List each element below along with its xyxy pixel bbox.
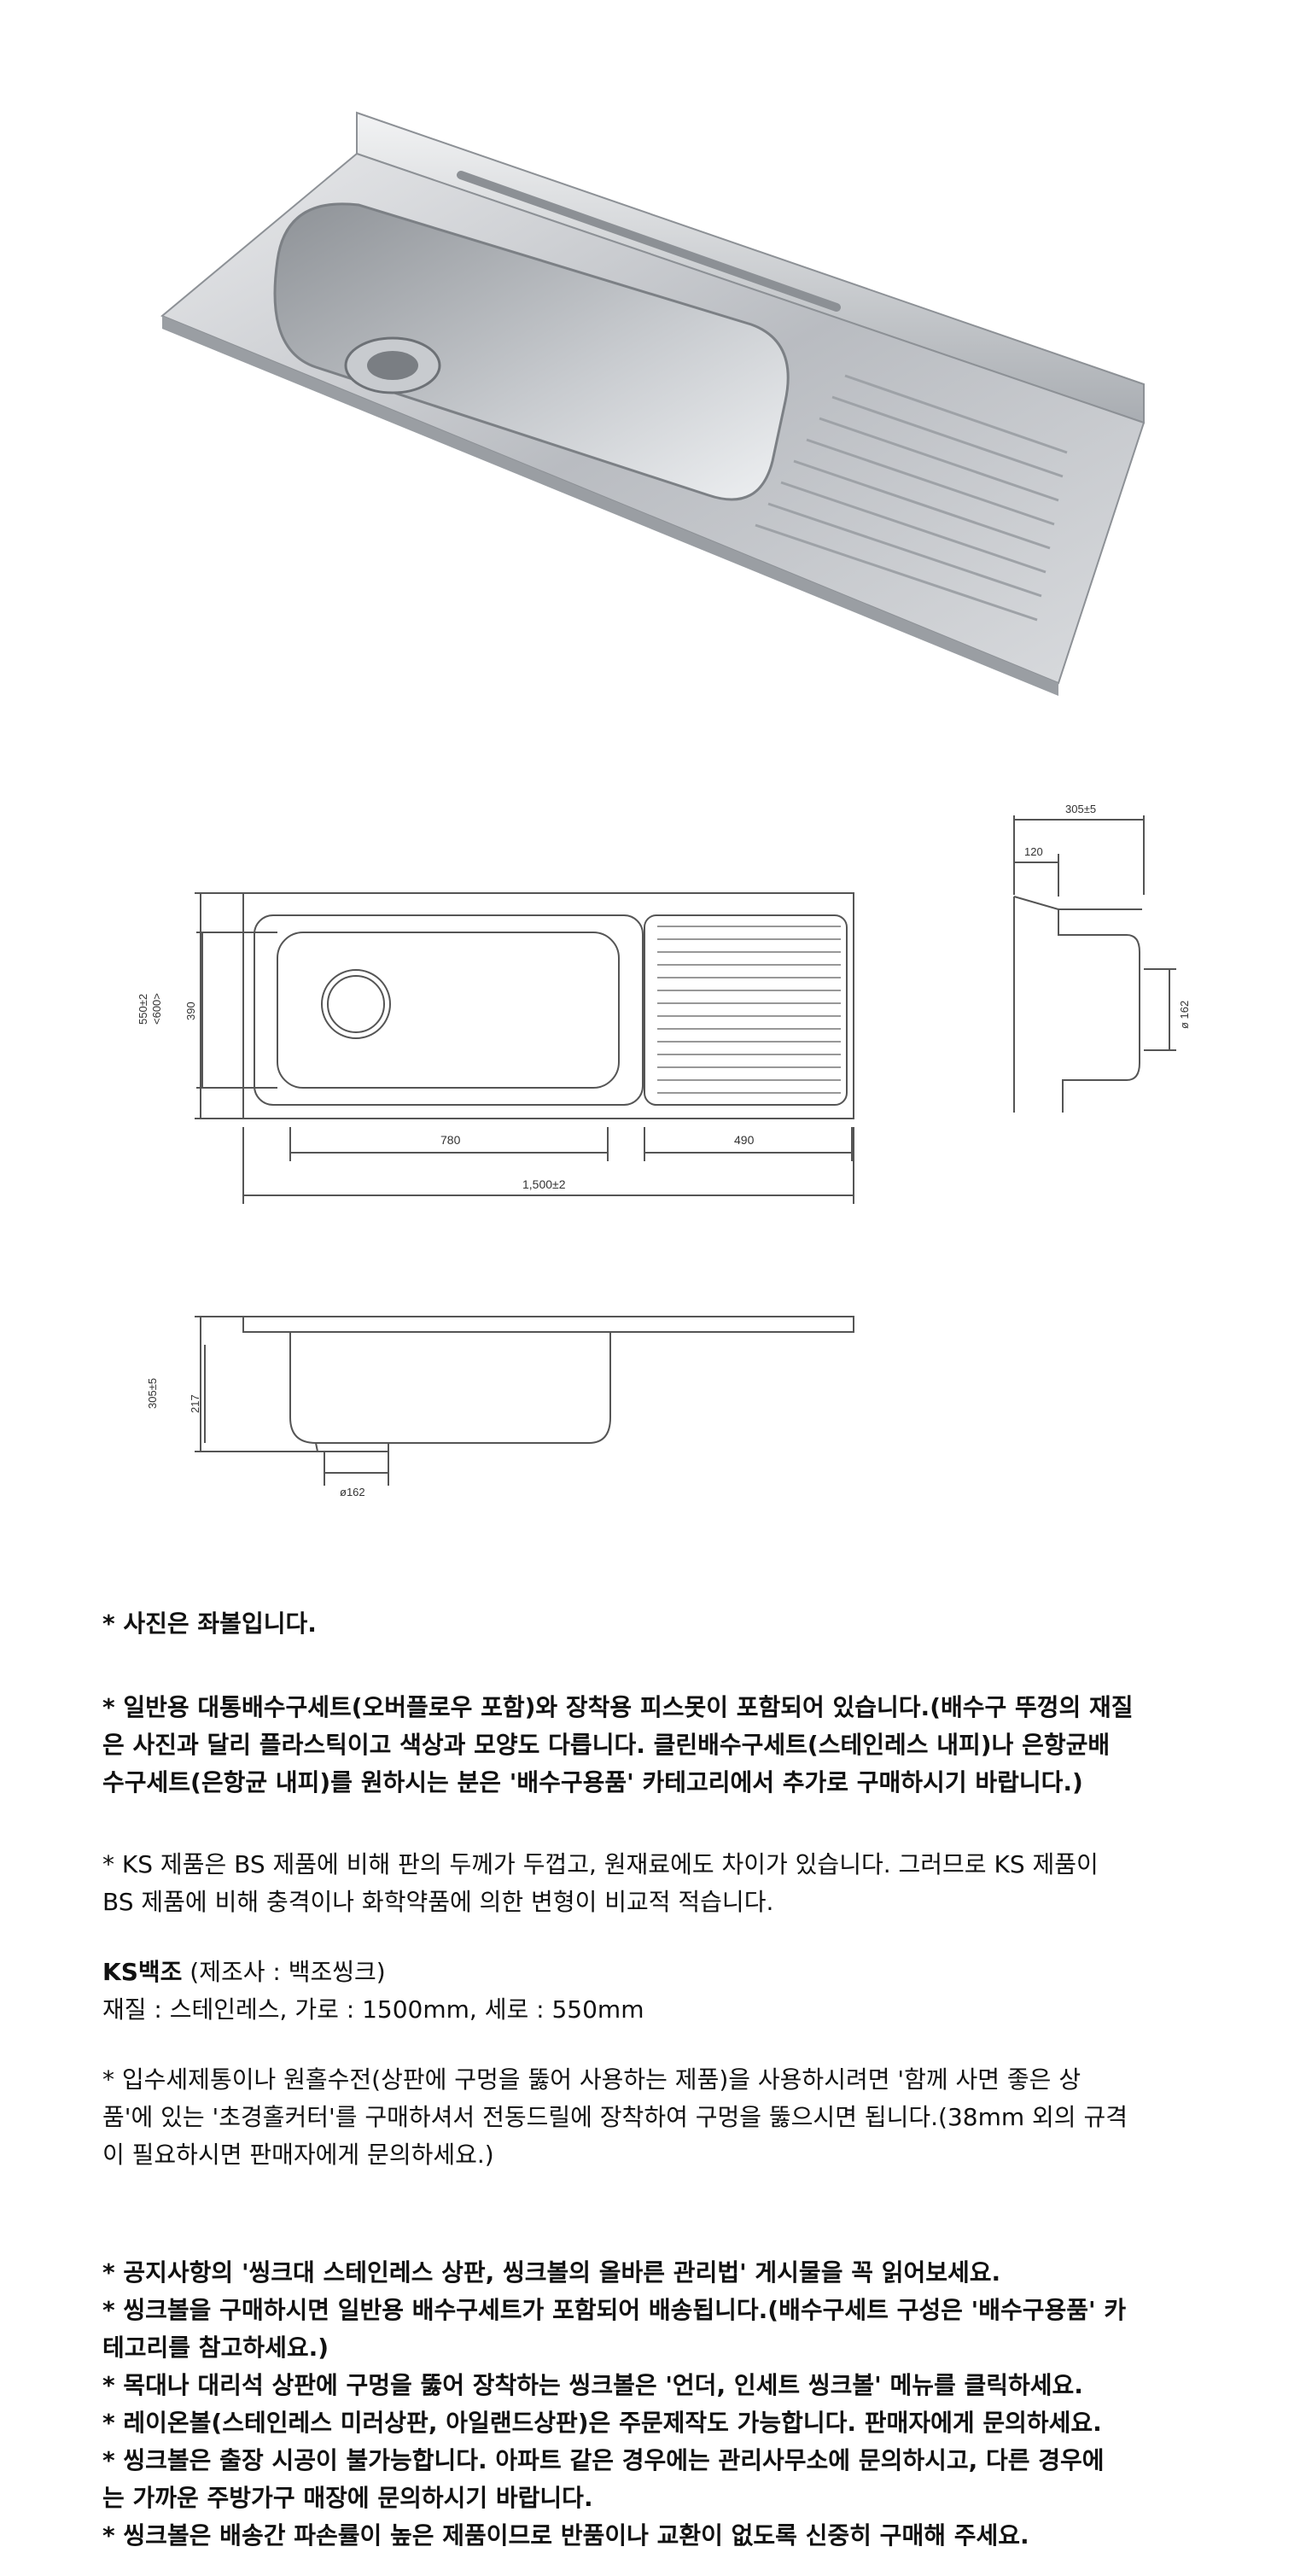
note-drain-set-line: 수구세트(은항균 내피)를 원하시는 분은 '배수구용품' 카테고리에서 추가로… [102, 1768, 1083, 1796]
dim-drain-diameter: ø 162 [1178, 1001, 1191, 1029]
notice-item: 는 가까운 주방가구 매장에 문의하시기 바랍니다. [102, 2484, 593, 2512]
product-name-row: KS백조 (제조사 : 백조씽크) [102, 1954, 1212, 1991]
notice-item: * 씽크볼은 출장 시공이 불가능합니다. 아파트 같은 경우에는 관리사무소에… [102, 2446, 1105, 2474]
notice-item: * 목대나 대리석 상판에 구멍을 뚫어 장착하는 씽크볼은 '언더, 인세트 … [102, 2371, 1083, 2399]
notice-item: * 씽크볼은 배송간 파손률이 높은 제품이므로 반품이나 교환이 없도록 신중… [102, 2521, 1029, 2550]
dim-drain-diameter-front: ø162 [340, 1486, 365, 1498]
product-spec: KS백조 (제조사 : 백조씽크) 재질 : 스테인레스, 가로 : 1500m… [102, 1954, 1212, 2029]
note-drain-set-line: 은 사진과 달리 플라스틱이고 색상과 모양도 다릅니다. 클린배수구세트(스테… [102, 1731, 1111, 1759]
dim-drainer-length: 490 [734, 1133, 755, 1147]
dim-side-backsplash: 120 [1024, 845, 1043, 858]
notice-item: * 레이온볼(스테인레스 미러상판, 아일랜드상판)은 주문제작도 가능합니다.… [102, 2409, 1102, 2437]
note-drain-set-line: * 일반용 대통배수구세트(오버플로우 포함)와 장착용 피스못이 포함되어 있… [102, 1693, 1134, 1721]
product-material-size: 재질 : 스테인레스, 가로 : 1500mm, 세로 : 550mm [102, 1995, 644, 2024]
note-hole-cutter: * 입수세제통이나 원홀수전(상판에 구멍을 뚫어 사용하는 제품)을 사용하시… [102, 2061, 1212, 2174]
dim-bowl-depth: 390 [184, 1002, 197, 1020]
note-ks-line: * KS 제품은 BS 제품에 비해 판의 두께가 두껍고, 원재료에도 차이가… [102, 1850, 1099, 1878]
note-hole-cutter-line: 품'에 있는 '초경홀커터'를 구매하셔서 전동드릴에 장착하여 구멍을 뚫으시… [102, 2103, 1128, 2131]
dim-height-total: 305±5 [146, 1378, 159, 1409]
product-maker: (제조사 : 백조씽크) [182, 1958, 386, 1986]
dim-side-width: 305±5 [1065, 803, 1096, 815]
note-left-bowl: * 사진은 좌볼입니다. [102, 1605, 1212, 1643]
technical-drawing: 550±2 <600> 390 780 490 1,500±2 305±5 12… [137, 803, 1191, 1498]
notice-item: 테고리를 참고하세요.) [102, 2334, 329, 2362]
notice-item: * 공지사항의 '씽크대 스테인레스 상판, 씽크볼의 올바른 관리법' 게시물… [102, 2258, 1001, 2287]
dim-depth-outer: <600> [150, 993, 163, 1025]
note-hole-cutter-line: * 입수세제통이나 원홀수전(상판에 구멍을 뚫어 사용하는 제품)을 사용하시… [102, 2065, 1082, 2094]
note-hole-cutter-line: 이 필요하시면 판매자에게 문의하세요.) [102, 2141, 494, 2169]
note-left-bowl-text: * 사진은 좌볼입니다. [102, 1609, 317, 1638]
dim-depth-total: 550±2 [137, 994, 149, 1025]
note-ks-line: BS 제품에 비해 충격이나 화학약품에 의한 변형이 비교적 적습니다. [102, 1888, 774, 1916]
dim-bowl-height: 217 [189, 1394, 201, 1413]
notice-list: * 공지사항의 '씽크대 스테인레스 상판, 씽크볼의 올바른 관리법' 게시물… [102, 2254, 1212, 2555]
note-drain-set: * 일반용 대통배수구세트(오버플로우 포함)와 장착용 피스못이 포함되어 있… [102, 1689, 1212, 1802]
dim-bowl-length: 780 [440, 1133, 461, 1147]
note-ks-vs-bs: * KS 제품은 BS 제품에 비해 판의 두께가 두껍고, 원재료에도 차이가… [102, 1846, 1212, 1921]
notice-item: * 씽크볼을 구매하시면 일반용 배수구세트가 포함되어 배송됩니다.(배수구세… [102, 2296, 1127, 2324]
dim-total-length: 1,500±2 [522, 1177, 566, 1191]
product-name: KS백조 [102, 1958, 183, 1986]
product-photo-sink [160, 111, 1146, 696]
